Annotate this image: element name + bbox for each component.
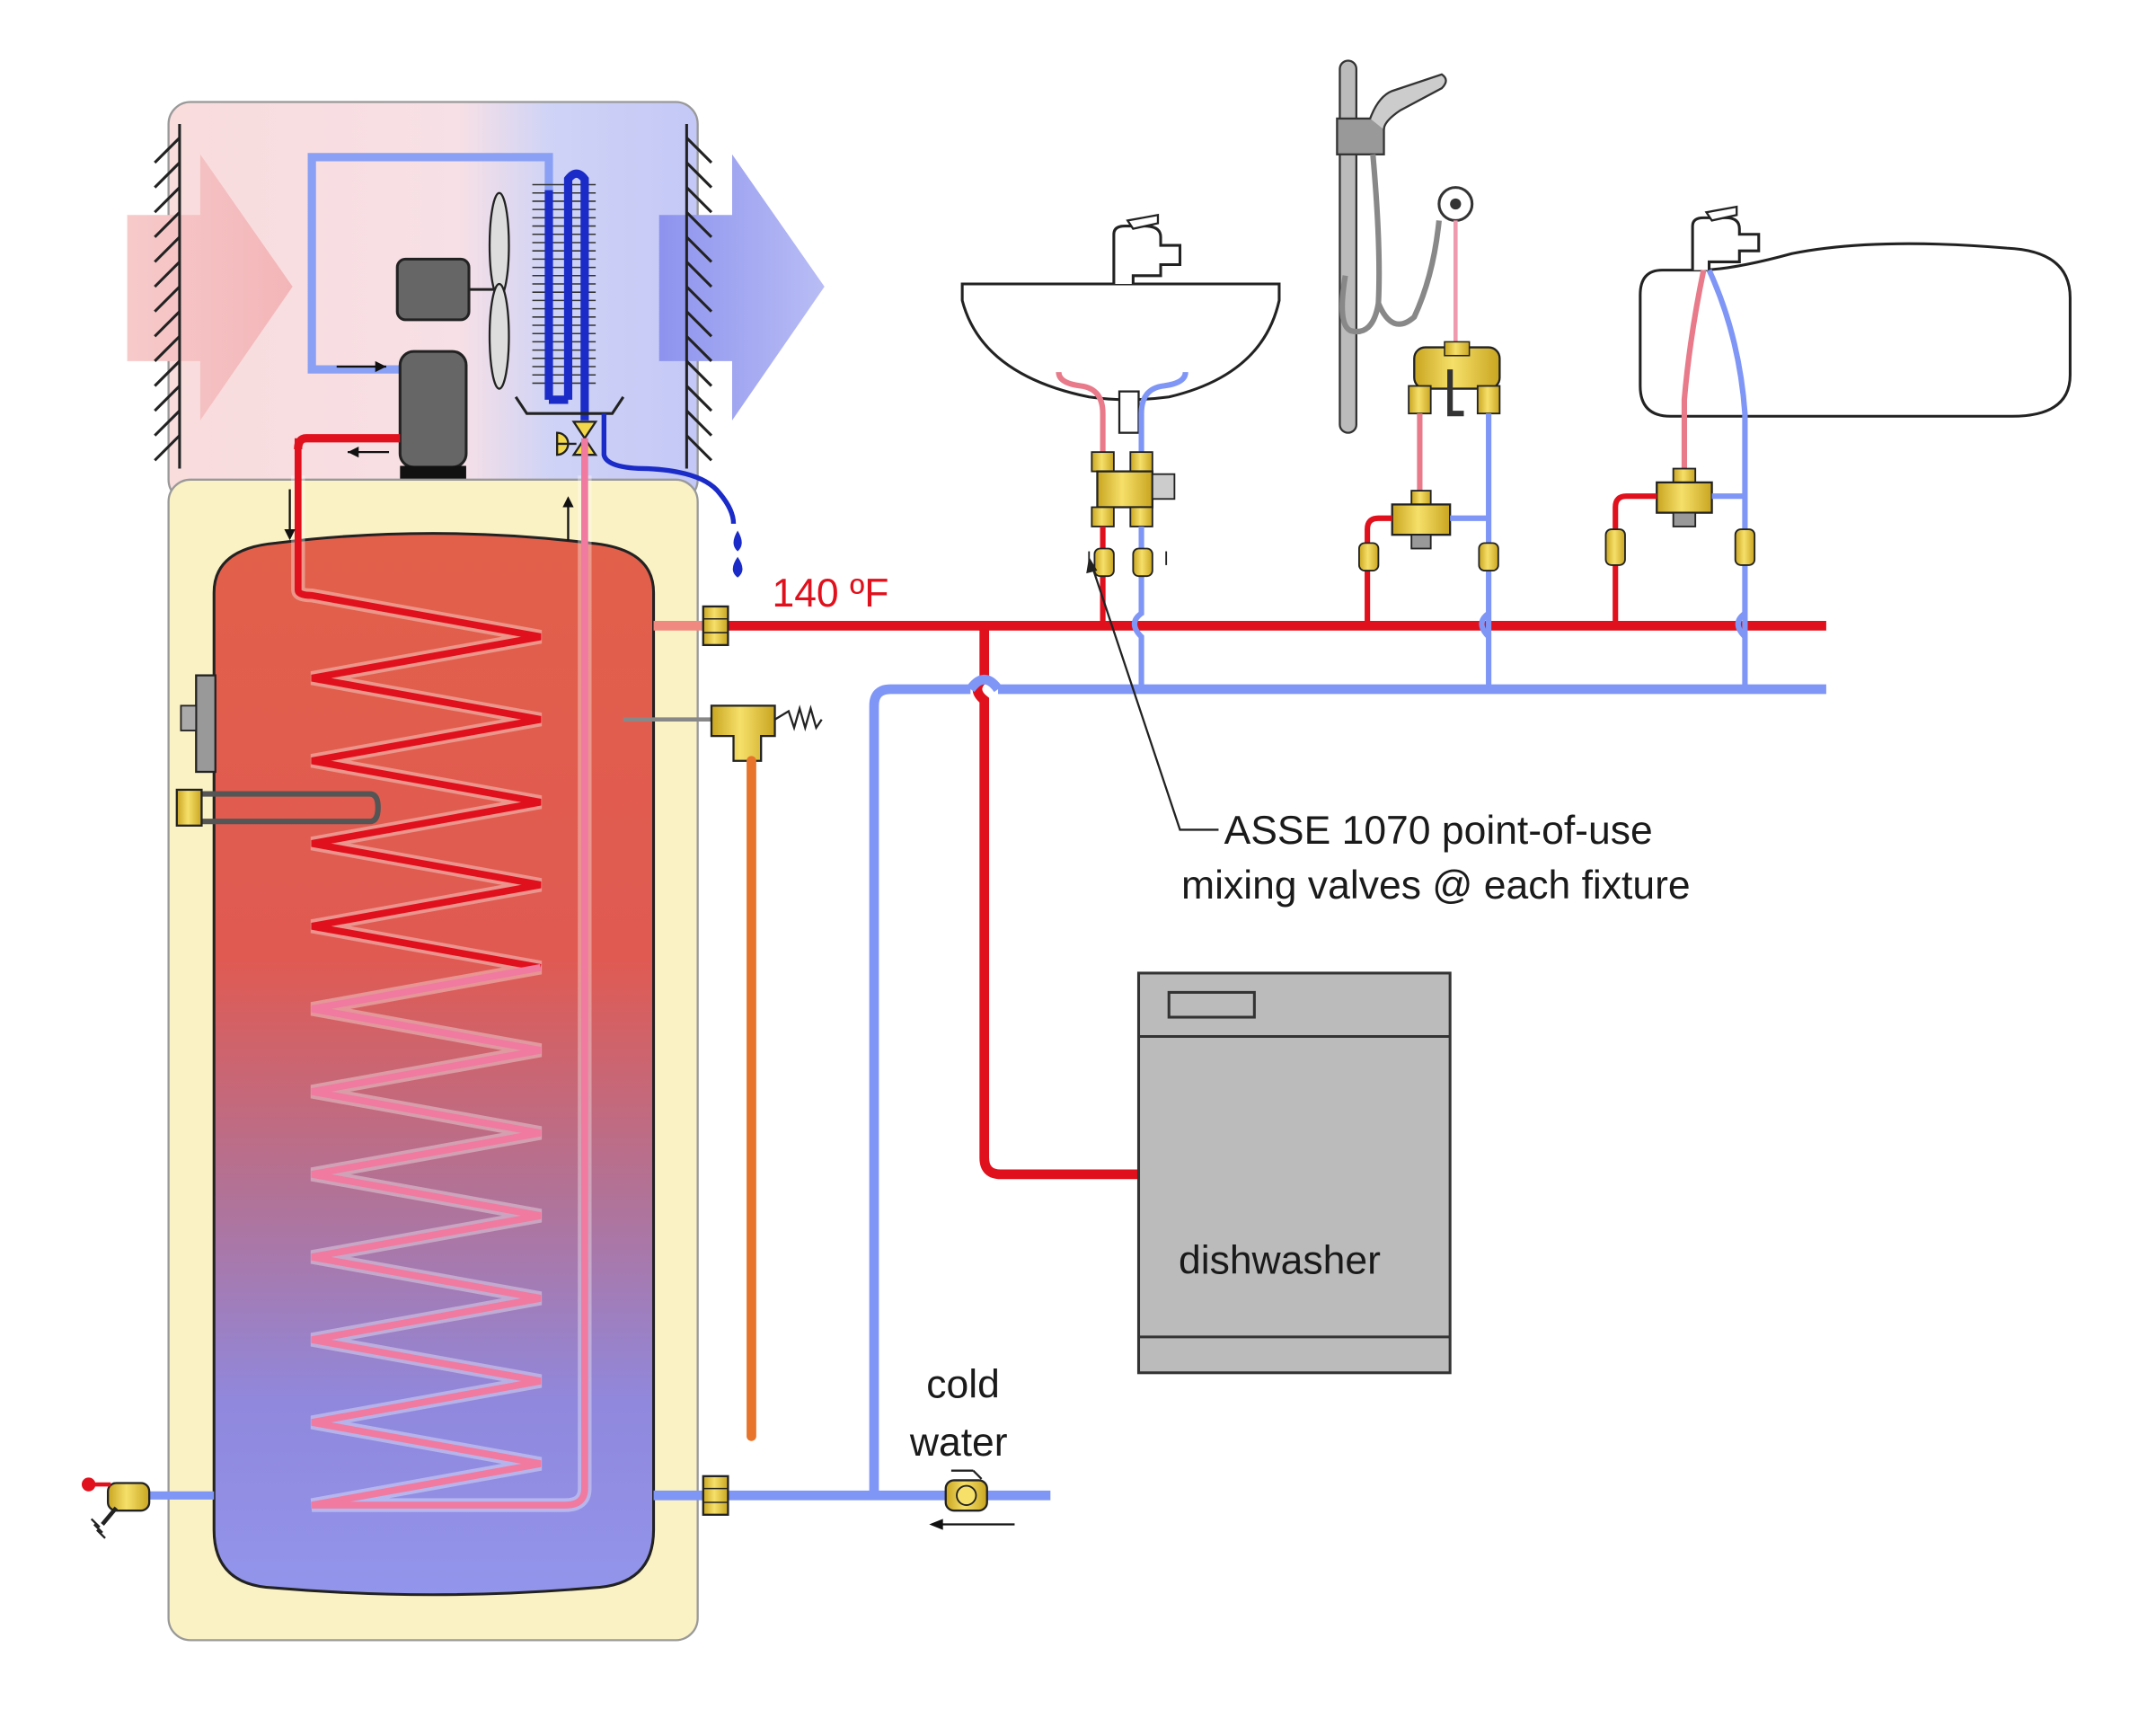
cold-crossover (966, 674, 1003, 693)
relief-valve-icon (623, 704, 823, 1441)
callout-text-line-2: mixing valves @ each fixture (1181, 864, 1691, 908)
shower-head-icon (1369, 73, 1447, 130)
bathtub (1604, 205, 2072, 689)
cool-air-outlet-arrow-icon (658, 154, 825, 421)
fan-blade (488, 282, 510, 390)
suction-line (307, 153, 553, 374)
cold-water-label-line-1: cold (926, 1362, 1000, 1406)
fan-motor (395, 257, 471, 322)
left-wall-hatching (154, 124, 181, 469)
tub-faucet-icon (1691, 216, 1761, 270)
condenser-coil-cool-section (311, 438, 588, 1509)
shower-valve-icon (1408, 341, 1501, 417)
callout-text-line-1: ASSE 1070 point-of-use (1224, 809, 1653, 853)
condenser-coil-hot-section (294, 438, 542, 971)
supply-temperature-label: 140 ºF (772, 571, 888, 616)
evaporator-coil (544, 169, 589, 421)
shower-stop-valve-icon (1357, 542, 1499, 571)
sink-faucet-icon (1112, 225, 1182, 284)
hot-dishwasher-branch (972, 625, 1139, 1180)
storage-tank (81, 434, 699, 1642)
dishwasher-control-panel (1167, 990, 1256, 1019)
shower (1336, 59, 1501, 689)
flow-direction-arrow-icon (929, 1519, 943, 1530)
tank-vessel (212, 532, 656, 1597)
electric-heating-element (175, 788, 381, 827)
right-wall-hatching (685, 124, 713, 469)
heat-pump-module (127, 101, 825, 578)
sink-mixing-valve-icon (1091, 451, 1176, 527)
shower-mixing-valve-icon (1391, 490, 1452, 550)
drain-valve-icon (81, 1477, 215, 1539)
dishwasher (1136, 971, 1452, 1375)
condensate-drain-line (601, 413, 737, 525)
warm-air-inlet-arrow-icon (127, 154, 293, 421)
lavatory-sink (960, 213, 1281, 689)
callout-leader-line (1091, 564, 1219, 831)
shower-hose (1339, 154, 1383, 335)
hot-gas-line (294, 434, 401, 450)
fan-blade (488, 191, 510, 299)
hot-outlet-fitting (702, 605, 729, 647)
tub-mixing-valve-icon (1656, 467, 1713, 527)
water-drop-icon (733, 530, 742, 552)
dishwasher-label: dishwasher (1179, 1238, 1381, 1282)
sink-stop-valve-icon (1088, 547, 1168, 578)
cold-water-label-line-2: water (909, 1421, 1008, 1465)
cold-inlet-fitting (702, 1475, 729, 1516)
thermostat-housing (195, 674, 216, 774)
compressor (398, 350, 468, 469)
drain-pan (514, 395, 625, 415)
tub-stop-valve-icon (1604, 528, 1756, 566)
shower-slide-bar (1339, 59, 1358, 434)
cold-inlet-shutoff-valve-icon (944, 1469, 988, 1512)
water-drop-icon (732, 556, 743, 578)
